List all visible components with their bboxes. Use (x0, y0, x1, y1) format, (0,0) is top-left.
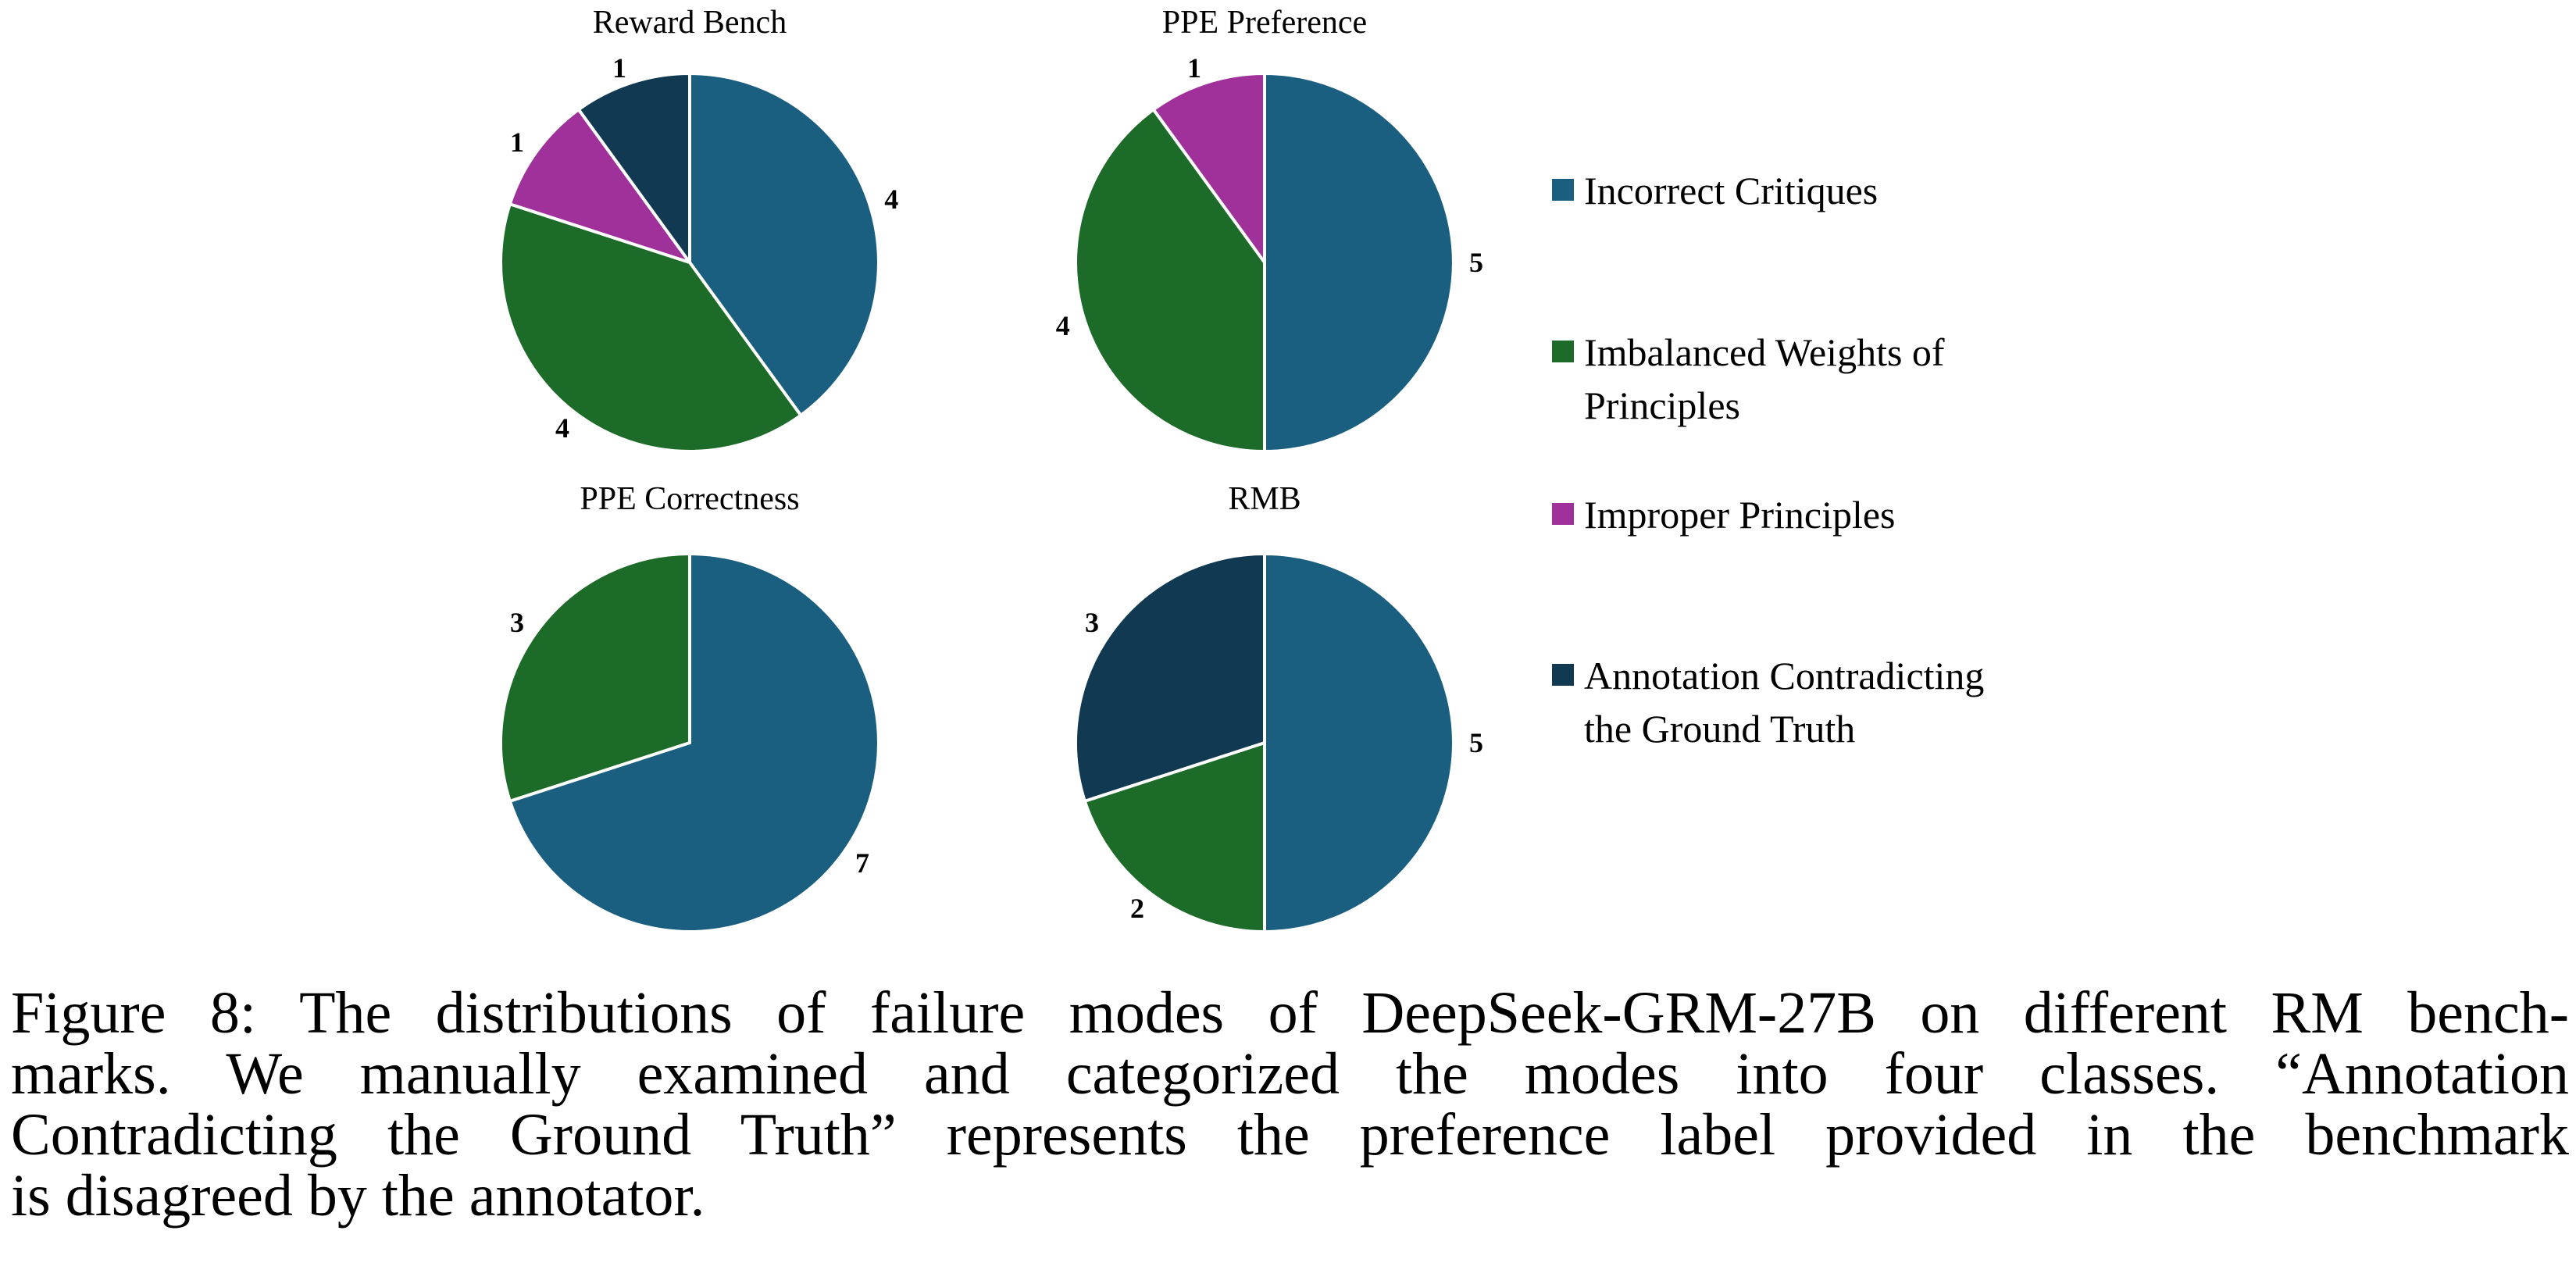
caption-line-2: marks. We manually examined and categori… (11, 1041, 2569, 1107)
slice-value-label: 4 (1056, 310, 1070, 341)
slice-value-label: 7 (855, 847, 869, 879)
legend-label: Imbalanced Weights of (1584, 330, 1945, 374)
slice-value-label: 1 (1187, 52, 1201, 84)
legend-swatch (1552, 664, 1574, 686)
pie-title: Reward Bench (593, 5, 787, 41)
slice-value-label: 5 (1469, 727, 1483, 758)
legend-swatch (1552, 341, 1574, 362)
slice-value-label: 3 (510, 607, 524, 638)
legend-swatch (1552, 179, 1574, 201)
legend-label: Principles (1584, 383, 1740, 427)
pie-slice-imbalanced-weights-of-principles (499, 202, 803, 453)
pie-ppe-correctness: PPE Correctness 7 3 (498, 481, 880, 933)
pie-reward-bench: Reward Bench 4 4 1 1 (499, 5, 898, 453)
pie-ppe-preference: PPE Preference 5 4 1 (1056, 5, 1483, 453)
legend-entry-improper-principles: Improper Principles (1552, 493, 1896, 537)
legend-label: Incorrect Critiques (1584, 169, 1878, 212)
legend-entry-incorrect-critiques: Incorrect Critiques (1552, 169, 1878, 212)
pie-slice-imbalanced-weights-of-principles (498, 552, 691, 803)
caption-line-4: is disagreed by the annotator. (11, 1163, 705, 1229)
legend-entry-annotation-contradicting-the-ground-truth: Annotation Contradicting the Ground Truth (1552, 654, 1984, 751)
pie-title: PPE Correctness (580, 481, 799, 517)
pie-slice-improper-principles (1151, 72, 1266, 264)
slice-value-label: 4 (884, 184, 898, 215)
caption-line-3: Contradicting the Ground Truth” represen… (11, 1102, 2569, 1168)
slice-value-label: 2 (1130, 893, 1144, 924)
pie-slice-imbalanced-weights-of-principles (1083, 741, 1266, 933)
caption-line-1: Figure 8: The distributions of failure m… (11, 980, 2569, 1046)
pie-title: PPE Preference (1162, 5, 1367, 41)
legend-label: Improper Principles (1584, 493, 1896, 537)
legend-label: the Ground Truth (1584, 707, 1855, 751)
slice-value-label: 1 (612, 52, 626, 84)
legend-swatch (1552, 503, 1574, 525)
pie-slice-annotation-contradicting-the-ground-truth (576, 72, 691, 264)
pie-title: RMB (1228, 481, 1300, 517)
pie-slice-incorrect-critiques (1263, 72, 1455, 453)
pie-slice-improper-principles (508, 108, 691, 264)
slice-value-label: 5 (1469, 247, 1483, 278)
legend-label: Annotation Contradicting (1584, 654, 1984, 697)
pie-rmb: RMB 5 2 3 (1073, 481, 1483, 933)
slice-value-label: 1 (510, 127, 524, 158)
figure-caption: Figure 8: The distributions of failure m… (11, 983, 2569, 1226)
legend-entry-imbalanced-weights-of-principles: Imbalanced Weights of Principles (1552, 330, 1945, 427)
slice-value-label: 3 (1085, 607, 1099, 638)
pie-slice-imbalanced-weights-of-principles (1074, 108, 1266, 453)
pie-slice-incorrect-critiques (688, 72, 880, 417)
pie-slice-annotation-contradicting-the-ground-truth (1073, 552, 1266, 803)
pie-slice-incorrect-critiques (508, 552, 880, 933)
pie-slice-incorrect-critiques (1263, 552, 1455, 933)
slice-value-label: 4 (555, 412, 569, 444)
